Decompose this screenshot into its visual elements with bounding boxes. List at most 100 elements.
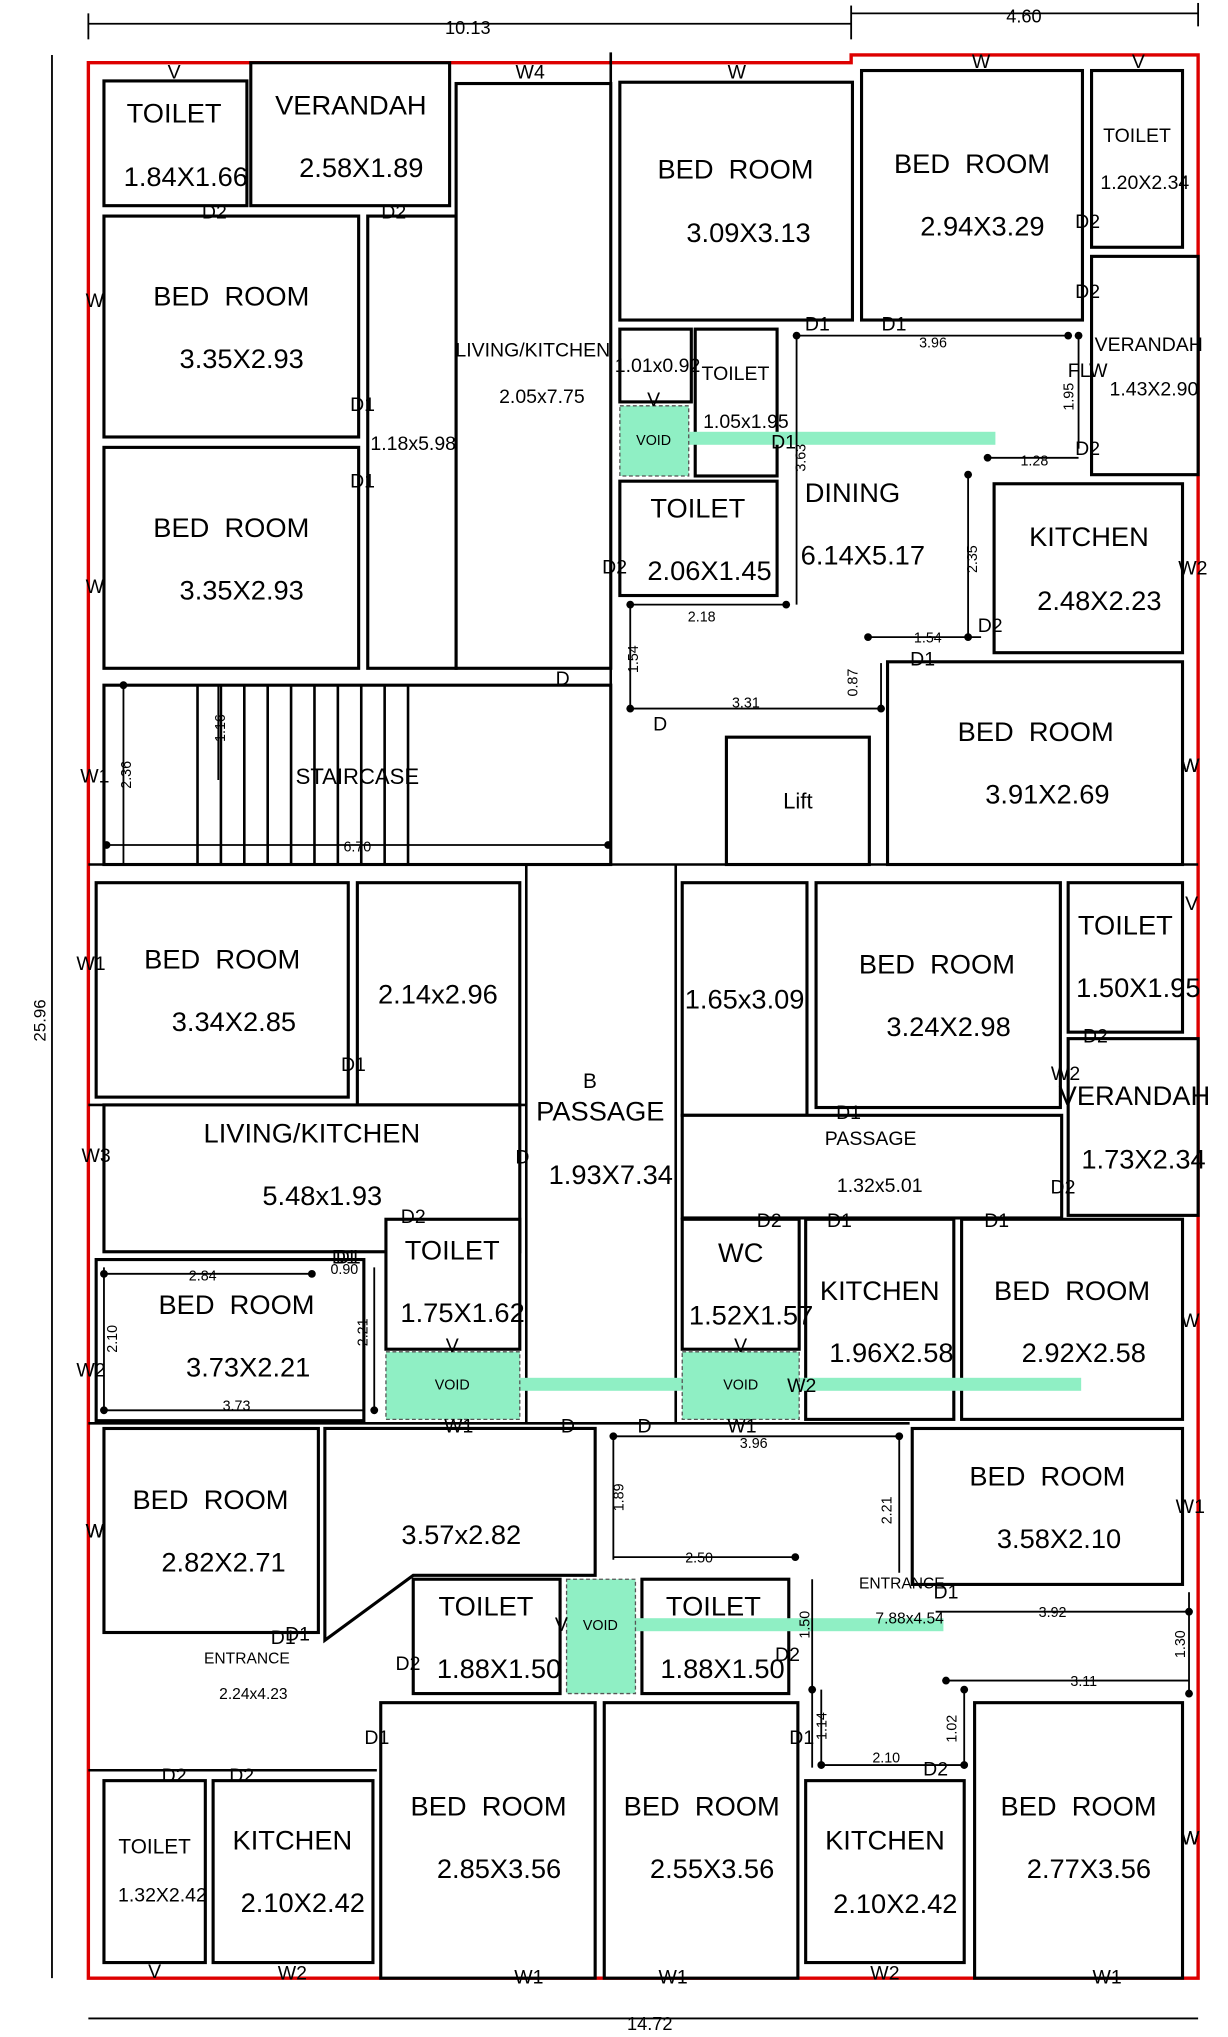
window-tag: V: [168, 61, 181, 83]
room-size: 2.58X1.89: [299, 152, 423, 183]
door-tag: D: [515, 1146, 529, 1168]
window-tag: W: [86, 290, 105, 312]
room-size: 1.75X1.62: [400, 1297, 524, 1328]
door-tag: D1: [805, 313, 830, 335]
flw-label: FLW: [1068, 360, 1108, 382]
window-tag: W: [1181, 755, 1200, 777]
room-name: BED ROOM: [657, 153, 813, 184]
room-name: BED ROOM: [958, 716, 1114, 747]
room-size: 2.85X3.56: [437, 1853, 561, 1884]
left-side-dimension: 25.96: [30, 999, 49, 1041]
dim-label: 1.02: [944, 1715, 960, 1743]
room-size: 3.91X2.69: [985, 778, 1109, 809]
door-tag: D2: [1083, 1026, 1108, 1048]
room-name: DINING: [805, 477, 900, 508]
dim-label: 0.87: [846, 669, 862, 697]
door-tag: D1: [934, 1582, 959, 1604]
dim-label: 1.95: [1061, 383, 1077, 411]
room-name: ENTRANCE: [859, 1575, 945, 1592]
room-size: 1.32x5.01: [837, 1175, 923, 1197]
door-tag: D1: [882, 313, 907, 335]
dim-label: 1.28: [1020, 454, 1048, 470]
room-size: 3.35X2.93: [180, 343, 304, 374]
room-name: PASSAGE: [825, 1128, 917, 1150]
window-tag: W: [1181, 755, 1200, 777]
room-size: 2.55X3.56: [650, 1853, 774, 1884]
window-tag: W2: [1051, 1063, 1080, 1085]
room-labels: TOILET 1.84X1.66 VERANDAH 2.58X1.89 BED …: [118, 90, 1210, 1919]
door-tag: D1: [789, 1727, 814, 1749]
window-tag: W: [86, 576, 105, 598]
dim-label: 3.63: [794, 444, 810, 472]
window-tag: W2: [870, 1962, 899, 1984]
dim-label: 2.10: [105, 1325, 121, 1353]
void-4: [565, 1578, 637, 1695]
door-tag: D1: [910, 649, 935, 671]
room-name: BED ROOM: [994, 1275, 1150, 1306]
room-bedroom-3: [618, 80, 855, 322]
room-size: 1.96X2.58: [829, 1337, 953, 1368]
room-name: KITCHEN: [820, 1275, 940, 1306]
room-bedroom-5: [885, 660, 1185, 867]
room-wc: [680, 1217, 801, 1351]
window-tag: W1: [444, 1415, 473, 1437]
dim-label: 2.21: [879, 1496, 895, 1524]
room-size: 1.32X2.42: [118, 1884, 207, 1906]
door-tag: D1: [984, 1210, 1009, 1232]
room-name: PASSAGE: [536, 1096, 664, 1127]
window-tag: W: [1181, 1827, 1200, 1849]
dim-label: 2.84: [189, 1268, 217, 1284]
room-verandah-ne: [1089, 254, 1200, 477]
room-size: 2.92X2.58: [1022, 1337, 1146, 1368]
window-tag: W4: [516, 61, 545, 83]
door-tag: D2: [1075, 211, 1100, 233]
door-tag: D2: [1051, 1176, 1076, 1198]
room-size: 2.94X3.29: [920, 211, 1044, 242]
room-toilet-ne: [1089, 68, 1185, 249]
room-name: LIVING/KITCHEN: [204, 1118, 421, 1149]
dim-label: 3.73: [223, 1398, 251, 1414]
room-size: 2.48X2.23: [1037, 585, 1161, 616]
room-size: 3.24X2.98: [886, 1011, 1010, 1042]
door-tag: D: [653, 714, 667, 736]
room-name: TOILET: [666, 1591, 761, 1622]
window-tag: W1: [514, 1966, 543, 1988]
door-tag: D1: [350, 471, 375, 493]
room-size: 2.10X2.42: [241, 1887, 365, 1918]
room-toilet-east: [1066, 881, 1185, 1034]
room-name: STAIRCASE: [296, 764, 420, 789]
void-label-4: VOID: [583, 1618, 618, 1634]
room-living-kitchen-north: [454, 81, 613, 670]
room-size: 1.20X2.34: [1100, 172, 1189, 194]
door-tag: D: [637, 1415, 651, 1437]
room-toilet-south-2: [640, 1577, 791, 1696]
window-tag: W: [972, 51, 991, 73]
room-name: KITCHEN: [825, 1825, 945, 1856]
door-tags: D2 D2 D1 D1 D D2 D1 D1 D2 D2 D2 D1 D2 D …: [162, 202, 1108, 1787]
void-3: [681, 1351, 800, 1421]
dim-label: 2.18: [688, 610, 716, 626]
door-tag: D2: [978, 615, 1003, 637]
dim-label: 3.96: [919, 335, 947, 351]
room-bedroom-13: [602, 1701, 800, 1980]
room-name: TOILET: [118, 1835, 191, 1858]
dim-label: 2.50: [685, 1550, 713, 1566]
void-2: [385, 1351, 521, 1421]
room-store-small: [618, 327, 693, 404]
room-kitchen-ne: [992, 482, 1185, 655]
window-tags: W4 W W W W W W2 W1 W W1 W W2 W3 W2 W1 W1…: [76, 51, 1207, 1988]
room-bedroom-14: [973, 1701, 1185, 1980]
room-size: 2.24x4.23: [219, 1686, 287, 1703]
window-tag: W: [728, 61, 747, 83]
room-toilet-sw: [102, 1779, 207, 1965]
void-label-1: VOID: [636, 433, 671, 449]
window-tag: V: [1185, 893, 1198, 915]
room-name: BED ROOM: [153, 281, 309, 312]
room-size: 2.10X2.42: [833, 1888, 957, 1919]
dim-label: 2.10: [872, 1750, 900, 1766]
window-tag: W1: [80, 766, 109, 788]
room-name: BED ROOM: [158, 1289, 314, 1320]
dim-label: 3.96: [740, 1436, 768, 1452]
room-toilet-mid-north: [693, 327, 779, 478]
door-tag: D1: [350, 394, 375, 416]
